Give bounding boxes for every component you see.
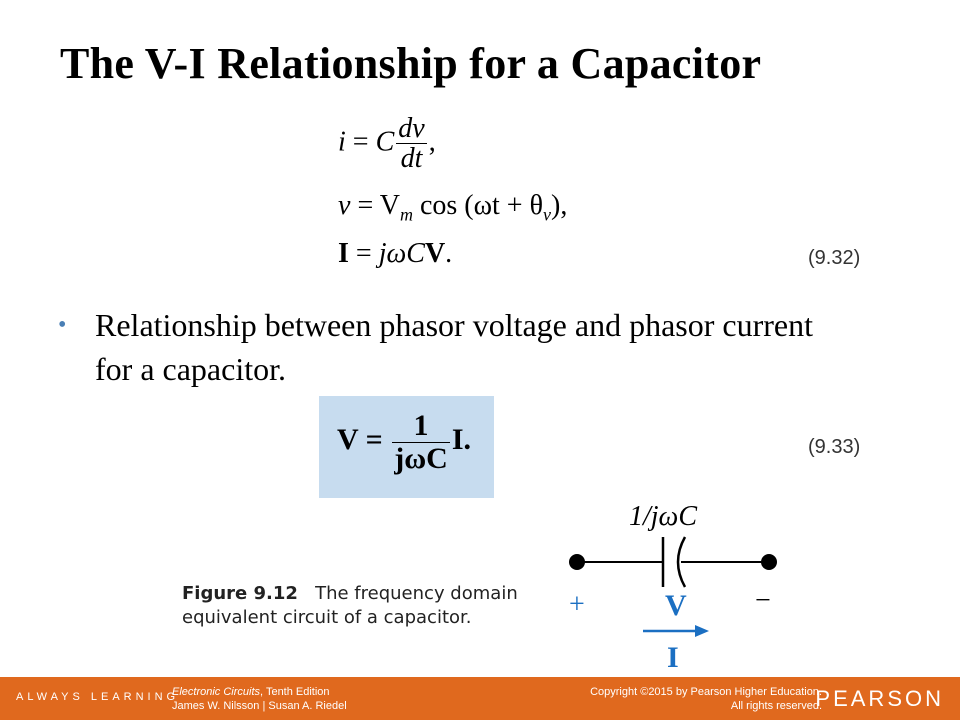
always-learning-text: ALWAYS LEARNING [16,691,180,703]
eq2-rhs: = V [357,190,400,221]
book-edition: , Tenth Edition [260,686,330,698]
eq3-equals: = [348,238,379,269]
book-authors: James W. Nilsson | Susan A. Riedel [172,700,347,712]
eq1-lhs: i [338,126,346,158]
eq2-subscript-m: m [399,204,413,225]
bullet-text: Relationship between phasor voltage and … [95,307,813,387]
eq3-voltage: V [424,238,446,269]
voltage-label: V [665,589,687,622]
rights-text: All rights reserved. [730,700,822,712]
copyright-text: Copyright ©2015 by Pearson Higher Educat… [590,686,822,698]
eq1-capacitance: C [375,126,395,158]
plus-sign: + [569,589,585,620]
footer-bar: ALWAYS LEARNING Electronic Circuits, Ten… [0,677,960,720]
impedance-label: 1/jωC [629,501,697,532]
equation-phasor-current: I = jωCV. [338,238,452,270]
pearson-logo: PEARSON [815,686,944,711]
eq1-denominator: dt [400,143,423,175]
minus-sign: − [755,585,771,616]
eq1-comma: , [428,126,436,158]
book-title: Electronic Circuits [172,686,261,698]
boxed-rhs: I. [451,422,471,456]
figure-label: Figure 9.12 [182,583,298,604]
capacitor-circuit-diagram: 1/jωC + − V I [569,501,777,674]
boxed-denominator: jωC [394,441,448,475]
equation-number-933: (9.33) [808,436,861,458]
eq2-cos: cos (ωt + θ [412,190,544,221]
eq2-lhs: v [338,190,351,221]
capacitor-plate-curved [676,536,687,588]
current-label: I [667,641,679,674]
eq3-lhs: I [338,238,349,269]
equation-voltage: v = Vm cos (ωt + θv), [338,190,567,226]
slide-title: The V-I Relationship for a Capacitor [60,39,762,88]
copyright-info: Copyright ©2015 by Pearson Higher Educat… [590,685,822,713]
figure-caption: Figure 9.12 The frequency domain equival… [182,582,542,630]
boxed-lhs: V = [337,422,383,456]
equation-number-932: (9.32) [808,247,861,269]
eq2-end: ), [551,190,568,221]
eq1-numerator: dv [396,113,427,145]
boxed-numerator: 1 [392,410,450,443]
book-info: Electronic Circuits, Tenth Edition James… [172,685,347,713]
eq1-equals: = [352,126,369,158]
bullet-icon: • [58,312,67,338]
current-arrow-icon [695,625,709,637]
eq3-end: . [445,238,453,269]
figure-caption-text: The frequency domain equivalent circuit … [182,583,518,628]
eq3-rhs: jωC [378,238,425,269]
eq2-subscript-v: v [543,204,552,225]
